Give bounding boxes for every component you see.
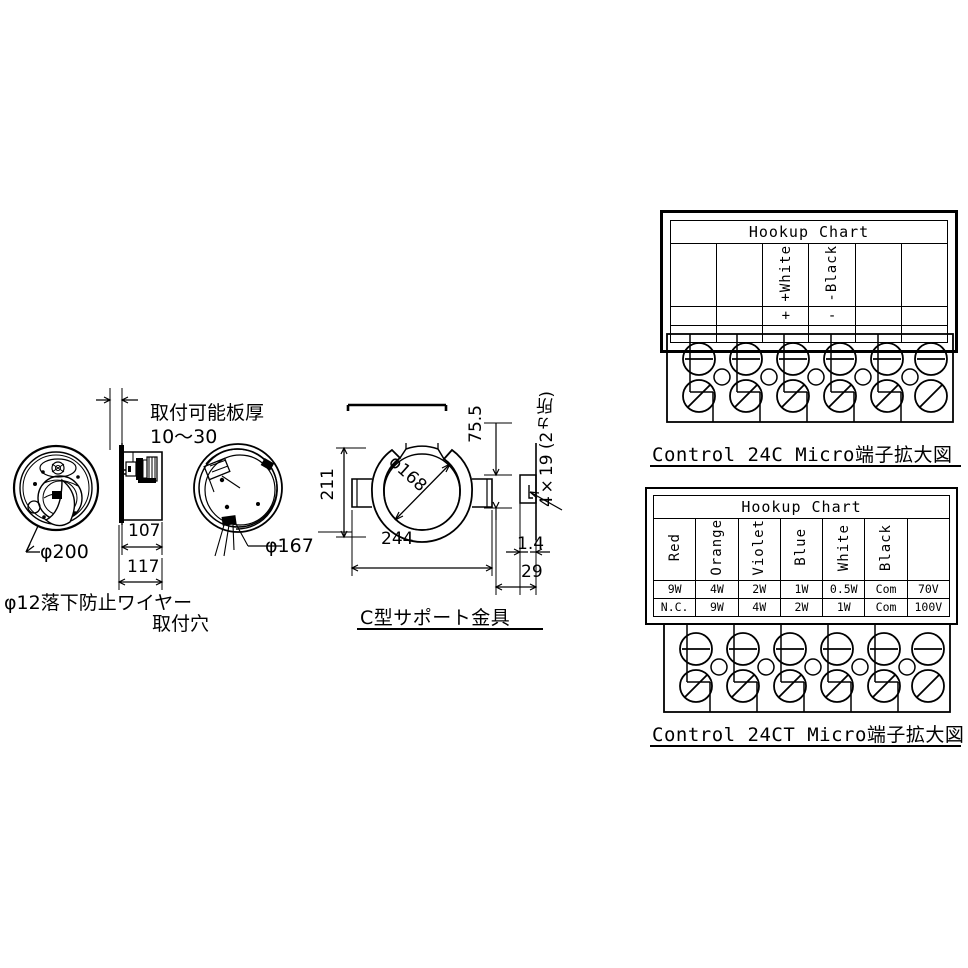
chart-24c-sign-cell xyxy=(716,306,764,326)
chart-24ct-cell: 9W xyxy=(652,579,697,599)
safety-wire-label-line2: 取付穴 xyxy=(152,613,210,635)
side-section-view xyxy=(96,388,164,590)
chart-24ct-header-white: White xyxy=(822,518,866,581)
left-assembly-group xyxy=(0,380,330,630)
chart-24c-caption: Control 24C Micro端子拡大図 xyxy=(652,444,953,466)
chart-24ct-cell: 2W xyxy=(737,579,781,599)
chart-24c-block: Hookup Chart +White -Black + - xyxy=(660,210,958,353)
chart-24ct-caption: Control 24CT Micro端子拡大図 xyxy=(652,724,965,746)
chart-24ct-cell: N.C. xyxy=(652,597,697,617)
chart-24c-caption-underline xyxy=(650,465,961,467)
chart-24c-sign-cell-minus: - xyxy=(808,306,856,326)
depth-117-label: 117 xyxy=(127,557,160,577)
chart-24ct-cell-voltage: 70V xyxy=(906,579,951,599)
bracket-height-label: 211 xyxy=(318,468,338,501)
chart-24c-title-row: Hookup Chart xyxy=(670,220,948,244)
bracket-thickness-label: 1.4 xyxy=(517,534,545,554)
chart-24ct-cell: Com xyxy=(864,579,908,599)
chart-24ct-cell: 9W xyxy=(695,597,739,617)
depth-107-label: 107 xyxy=(128,521,161,541)
chart-24c-header-cell xyxy=(854,243,902,307)
chart-24ct-table: Hookup Chart Red Orange Violet Blue Whit… xyxy=(652,495,951,617)
terminal-strip-24c xyxy=(665,332,955,424)
rear-view-circle xyxy=(193,443,283,557)
bracket-edge-detail xyxy=(484,422,563,595)
chart-24ct-title: Hookup Chart xyxy=(653,495,950,519)
bracket-slot-label: 4×19 (2ヵ所) xyxy=(537,391,557,507)
chart-24ct-header-black: Black xyxy=(864,518,908,581)
chart-24c-header-cell-black: -Black xyxy=(808,243,856,307)
chart-24ct-cell-voltage: 100V xyxy=(906,597,951,617)
chart-24c-header-cell-white: +White xyxy=(762,243,810,307)
chart-24ct-header-blank xyxy=(906,518,951,581)
chart-24ct-title-row: Hookup Chart xyxy=(653,495,950,519)
chart-24ct-cell: 4W xyxy=(695,579,739,599)
terminal-strip-24ct xyxy=(662,622,952,714)
bracket-caption-underline xyxy=(357,628,543,630)
front-diameter-label: φ200 xyxy=(40,541,89,563)
c-bracket-outline xyxy=(351,443,493,543)
chart-24c-header-cell xyxy=(669,243,718,307)
chart-24ct-header-violet: Violet xyxy=(737,518,781,581)
chart-24ct-cell: Com xyxy=(864,597,908,617)
chart-24c-frame: Hookup Chart +White -Black + - xyxy=(660,210,958,353)
chart-24ct-cell: 1W xyxy=(822,597,866,617)
chart-24ct-row-100v: N.C. 9W 4W 2W 1W Com 100V xyxy=(652,597,951,617)
chart-24ct-caption-underline xyxy=(650,745,961,747)
chart-24ct-header-row: Red Orange Violet Blue White Black xyxy=(652,518,951,581)
chart-24ct-cell: 0.5W xyxy=(822,579,866,599)
chart-24c-sign-cell-plus: + xyxy=(762,306,810,326)
chart-24ct-header-blue: Blue xyxy=(779,518,824,581)
chart-24ct-header-orange: Orange xyxy=(695,518,739,581)
front-view-circle xyxy=(12,444,100,553)
chart-24c-sign-cell xyxy=(669,306,718,326)
chart-24ct-cell: 2W xyxy=(779,597,824,617)
safety-wire-label-line1: φ12落下防止ワイヤー xyxy=(4,592,193,614)
chart-24ct-row-70v: 9W 4W 2W 1W 0.5W Com 70V xyxy=(652,579,951,599)
bracket-edge-label: 29 xyxy=(521,562,543,582)
bracket-offset-label: 75.5 xyxy=(466,405,486,443)
chart-24c-table: Hookup Chart +White -Black + - xyxy=(669,220,949,343)
chart-24ct-cell: 1W xyxy=(779,579,824,599)
rear-diameter-label: φ167 xyxy=(265,535,314,557)
chart-24ct-cell: 4W xyxy=(737,597,781,617)
chart-24c-header-row: +White -Black xyxy=(669,243,949,307)
chart-24ct-frame: Hookup Chart Red Orange Violet Blue Whit… xyxy=(645,487,958,625)
mount-thickness-label: 取付可能板厚 xyxy=(150,402,265,424)
bracket-caption: C型サポート金具 xyxy=(360,607,511,629)
chart-24ct-header-red: Red xyxy=(652,518,697,581)
bracket-width-label: 244 xyxy=(381,529,414,549)
chart-24c-sign-cell xyxy=(900,306,949,326)
chart-24c-title: Hookup Chart xyxy=(670,220,948,244)
mount-thickness-value: 10～30 xyxy=(150,426,218,448)
chart-24c-sign-row: + - xyxy=(669,306,949,326)
chart-24c-sign-cell xyxy=(854,306,902,326)
chart-24ct-block: Hookup Chart Red Orange Violet Blue Whit… xyxy=(645,487,958,625)
chart-24c-header-cell xyxy=(900,243,949,307)
chart-24c-header-cell xyxy=(716,243,764,307)
bracket-group xyxy=(300,380,590,630)
